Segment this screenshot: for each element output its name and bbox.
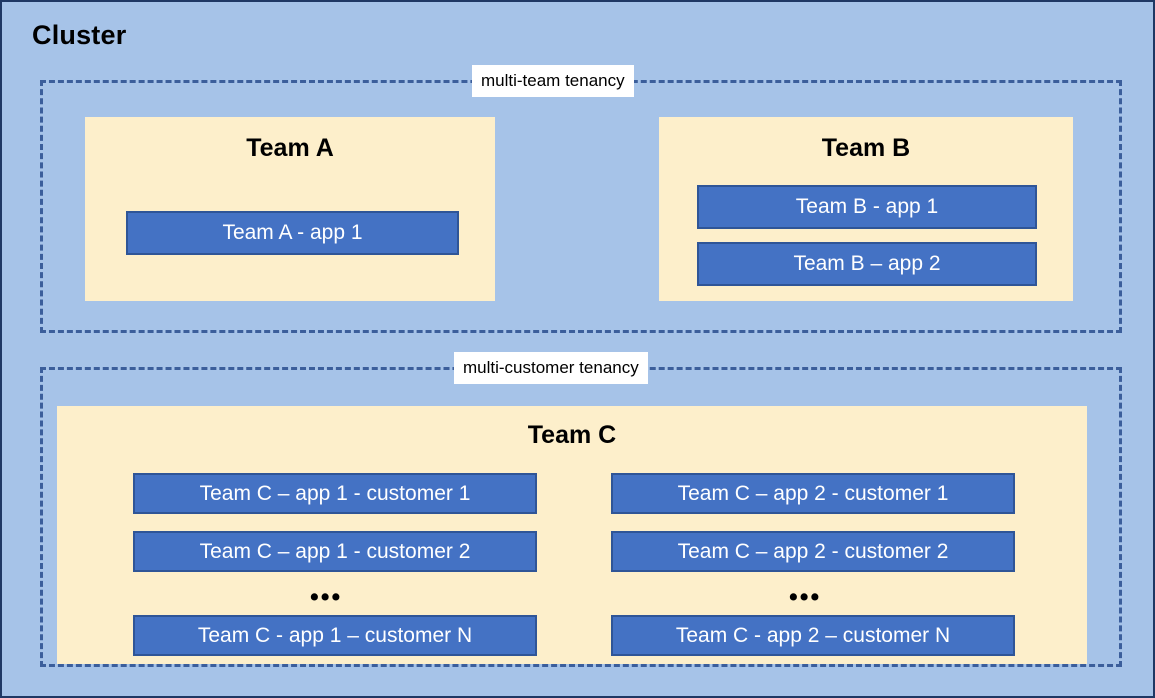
app-box-team-c-app-2-customer-2[interactable]: Team C – app 2 - customer 2	[611, 531, 1015, 572]
app-box-team-c-app-1-customer-n[interactable]: Team C - app 1 – customer N	[133, 615, 537, 656]
app-box-team-b-app-2[interactable]: Team B – app 2	[697, 242, 1037, 286]
team-panel-team-c: Team C Team C – app 1 - customer 1 Team …	[57, 406, 1087, 664]
app-box-team-a-app-1[interactable]: Team A - app 1	[126, 211, 459, 255]
team-panel-team-a: Team A Team A - app 1	[85, 117, 495, 301]
team-heading-team-c: Team C	[527, 421, 617, 449]
team-heading-team-a: Team A	[246, 134, 334, 162]
ellipsis-team-c-app-2: •••	[789, 583, 822, 611]
cluster-title: Cluster	[32, 20, 127, 50]
app-box-team-b-app-1[interactable]: Team B - app 1	[697, 185, 1037, 229]
tenancy-label-multi-customer: multi-customer tenancy	[454, 352, 648, 384]
tenancy-label-multi-team: multi-team tenancy	[472, 65, 634, 97]
team-heading-team-b: Team B	[821, 134, 911, 162]
app-box-team-c-app-2-customer-n[interactable]: Team C - app 2 – customer N	[611, 615, 1015, 656]
ellipsis-team-c-app-1: •••	[310, 583, 343, 611]
team-panel-team-b: Team B Team B - app 1 Team B – app 2	[659, 117, 1073, 301]
app-box-team-c-app-1-customer-2[interactable]: Team C – app 1 - customer 2	[133, 531, 537, 572]
app-box-team-c-app-1-customer-1[interactable]: Team C – app 1 - customer 1	[133, 473, 537, 514]
app-box-team-c-app-2-customer-1[interactable]: Team C – app 2 - customer 1	[611, 473, 1015, 514]
